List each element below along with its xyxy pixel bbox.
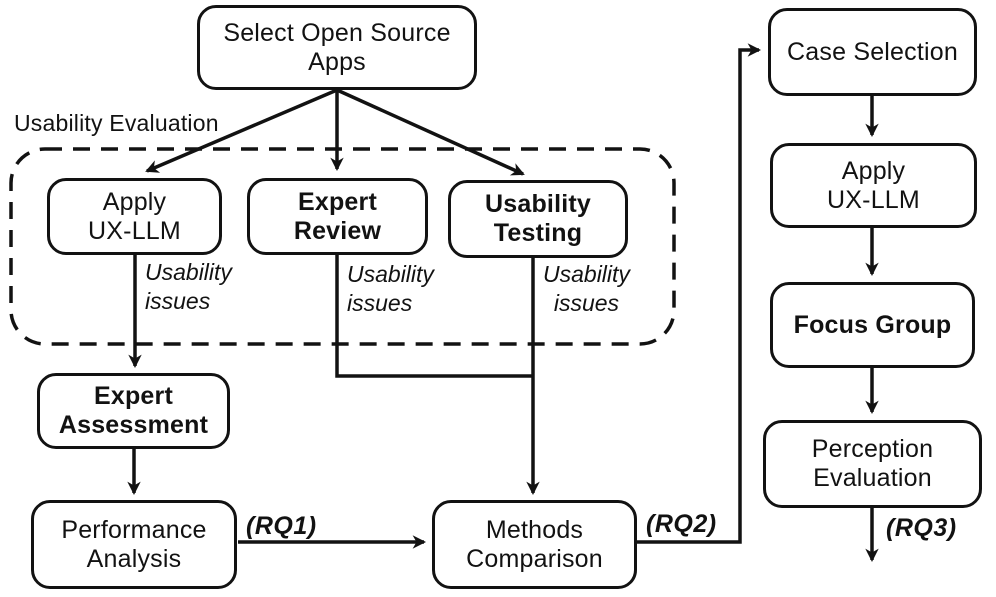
- node-case-selection: Case Selection: [768, 8, 977, 96]
- node-label: Expert Assessment: [58, 382, 209, 439]
- connector-expert-review-to-join: [335, 254, 533, 378]
- edge-label-usability-issues-1: Usability issues: [145, 259, 232, 314]
- node-focus-group: Focus Group: [770, 282, 975, 368]
- node-label: Apply UX-LLM: [827, 156, 920, 214]
- usability-evaluation-dashed-border: [9, 147, 676, 346]
- node-label: Usability Testing: [485, 190, 591, 247]
- edge-label-rq2: (RQ2): [646, 510, 717, 538]
- node-expert-assessment: Expert Assessment: [37, 373, 230, 449]
- node-label: Apply UX-LLM: [88, 187, 181, 245]
- node-label: Expert Review: [293, 187, 382, 245]
- edge-label-usability-issues-2: Usability issues: [347, 261, 434, 316]
- arrow-select-to-usability-testing: [336, 88, 525, 176]
- node-perception-evaluation: Perception Evaluation: [763, 420, 982, 508]
- node-label: Case Selection: [787, 37, 958, 66]
- node-label: Perception Evaluation: [811, 435, 934, 492]
- node-apply-ux-llm: Apply UX-LLM: [47, 178, 222, 255]
- node-apply-ux-llm-case: Apply UX-LLM: [770, 143, 977, 228]
- node-label: Select Open Source Apps: [223, 18, 451, 76]
- node-expert-review: Expert Review: [247, 178, 428, 255]
- node-performance-analysis: Performance Analysis: [31, 500, 237, 589]
- node-methods-comparison: Methods Comparison: [432, 500, 637, 589]
- arrow-select-to-apply-ux-llm: [145, 88, 338, 173]
- node-label: Performance Analysis: [61, 515, 207, 573]
- arrow-methods-comparison-to-case-selection: [636, 43, 762, 544]
- node-select-open-source-apps: Select Open Source Apps: [197, 5, 477, 90]
- node-label: Focus Group: [793, 310, 952, 339]
- node-usability-testing: Usability Testing: [448, 180, 628, 258]
- edge-label-rq3: (RQ3): [886, 514, 957, 542]
- usability-evaluation-group-label: Usability Evaluation: [14, 110, 219, 136]
- edge-label-usability-issues-3: Usability issues: [543, 261, 630, 316]
- node-label: Methods Comparison: [466, 515, 603, 573]
- edge-label-rq1: (RQ1): [246, 512, 317, 540]
